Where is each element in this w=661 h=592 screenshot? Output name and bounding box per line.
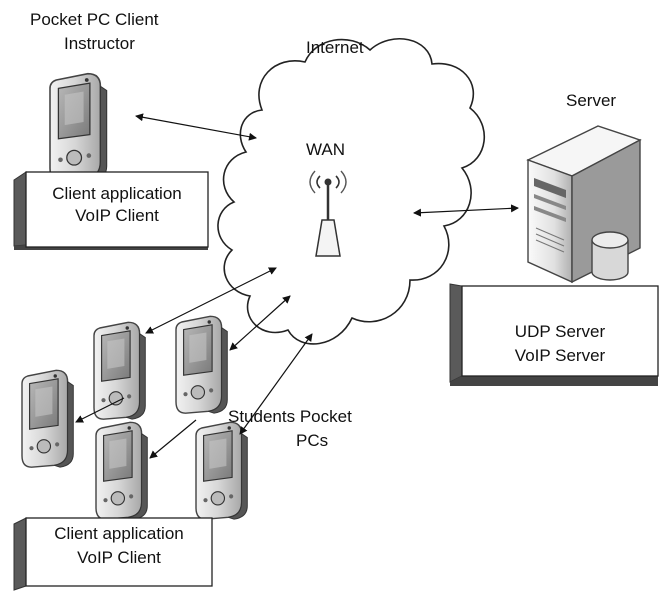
cloud-server-arrow (413, 204, 519, 217)
students-label-line2: PCs (296, 431, 329, 450)
student-pocket-pc-icon (175, 315, 229, 414)
server-title: Server (566, 91, 617, 110)
instructor-pocket-pc-icon (49, 72, 108, 182)
server-box (449, 283, 659, 386)
wan-label: WAN (306, 140, 346, 159)
instructor-cloud-arrow (135, 113, 257, 141)
connection-arrows (75, 113, 519, 459)
student-pocket-pc-icon (93, 321, 147, 420)
internet-label: Internet (306, 38, 364, 57)
instructor-client-box (13, 171, 209, 250)
students-client-box (13, 517, 213, 591)
server-box-line2: VoIP Server (514, 346, 606, 365)
student-cloud-arrow-3 (239, 333, 313, 435)
server-tower-icon (526, 125, 642, 284)
student-pocket-pc-icon (195, 421, 249, 520)
students-box-line1: Client application (54, 524, 184, 543)
instructor-box-line1: Client application (52, 184, 182, 203)
student-pocket-pc-icon (95, 421, 149, 520)
internet-cloud (217, 38, 485, 345)
students-box-line2: VoIP Client (77, 548, 161, 567)
student-to-student-arrow-1 (75, 397, 125, 423)
wireless-access-point-icon (309, 170, 347, 257)
instructor-title-line2: Instructor (64, 34, 135, 53)
student-pocket-pc-icon (21, 369, 75, 468)
student-cloud-arrow-1 (145, 267, 277, 334)
server-box-line1: UDP Server (514, 322, 606, 341)
students-label-line1: Students Pocket (228, 407, 352, 426)
instructor-title-line1: Pocket PC Client (30, 10, 159, 29)
student-to-student-arrow-2 (149, 419, 197, 459)
instructor-box-line2: VoIP Client (75, 206, 159, 225)
